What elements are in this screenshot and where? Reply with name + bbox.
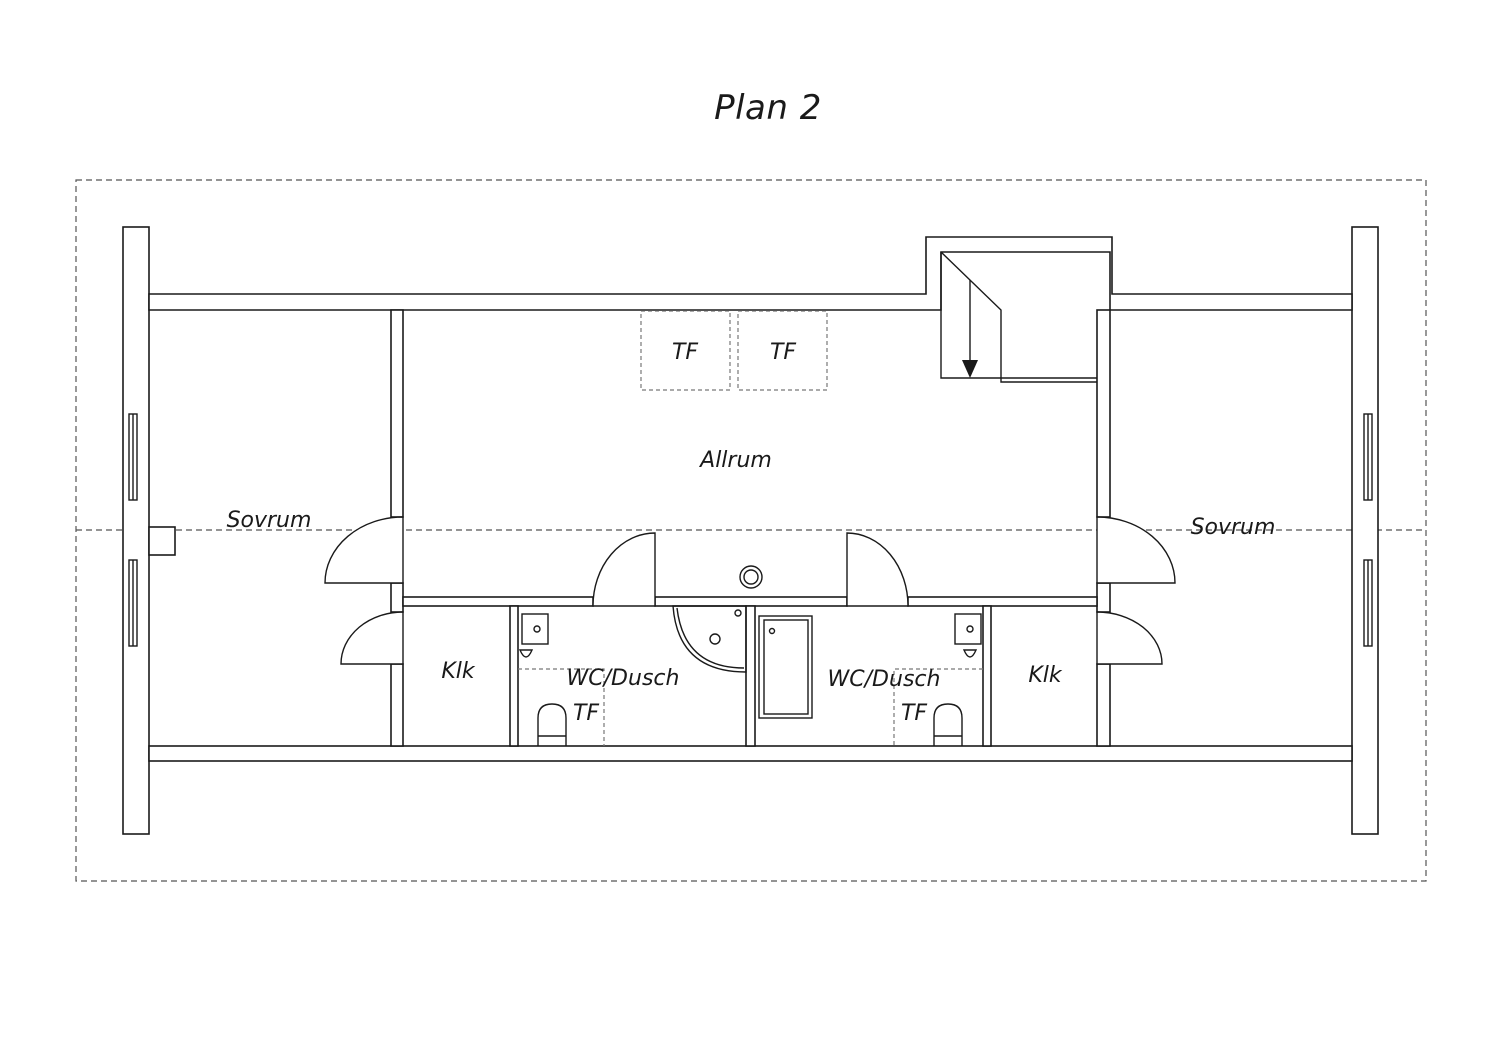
wall-right-bedroom-mid	[1096, 582, 1111, 613]
room-label-klk-left: Klk	[441, 659, 476, 684]
door-klk-left[interactable]	[340, 611, 404, 665]
label-tf-3: TF	[573, 701, 599, 726]
toilet-right-icon	[933, 703, 963, 746]
room-label-sovrum-right: Sovrum	[1191, 515, 1276, 540]
wall-left-bedroom-mid	[390, 582, 404, 613]
tf-area-2	[737, 310, 828, 391]
gable-wall-left	[122, 226, 150, 835]
wall-left-bedroom-lower	[390, 663, 404, 747]
wall-right-bedroom-upper	[1096, 309, 1111, 518]
tf-area-1	[640, 310, 731, 391]
corner-shower-icon	[672, 605, 747, 673]
room-label-wc-right: WC/Dusch	[828, 667, 941, 692]
corridor-wall-center	[654, 596, 848, 607]
wall-left-bedroom-upper	[390, 309, 404, 518]
window-right-lower	[1363, 559, 1373, 647]
plan-title: Plan 2	[714, 88, 822, 128]
label-tf-1: TF	[672, 340, 698, 365]
door-klk-right[interactable]	[1096, 611, 1163, 665]
window-left-lower	[128, 559, 138, 647]
bottom-wall	[148, 745, 1353, 762]
wall-klk-wc-left	[509, 605, 519, 747]
floor-hatch-icon	[739, 565, 763, 589]
tf-area-4	[893, 668, 983, 746]
wall-wc-wc	[745, 605, 756, 747]
chimney-stub	[148, 526, 176, 556]
room-label-klk-right: Klk	[1028, 663, 1063, 688]
sink-left-icon	[518, 613, 549, 658]
corridor-wall-left	[402, 596, 594, 607]
door-wc-left[interactable]	[592, 532, 656, 607]
door-wc-right[interactable]	[846, 532, 909, 607]
stair-direction-arrow-icon	[962, 360, 978, 378]
door-sovrum-right[interactable]	[1096, 516, 1176, 584]
gable-wall-right	[1351, 226, 1379, 835]
door-sovrum-left[interactable]	[324, 516, 404, 584]
tf-area-3	[518, 668, 605, 746]
wall-right-bedroom-lower	[1096, 663, 1111, 747]
room-label-wc-left: WC/Dusch	[567, 666, 680, 691]
label-tf-4: TF	[901, 701, 927, 726]
sink-right-icon	[954, 613, 982, 658]
corridor-wall-right	[907, 596, 1098, 607]
window-left-upper	[128, 413, 138, 501]
window-right-upper	[1363, 413, 1373, 501]
top-wall	[148, 236, 1353, 311]
room-label-sovrum-left: Sovrum	[227, 508, 312, 533]
room-label-allrum: Allrum	[698, 448, 772, 473]
label-tf-2: TF	[770, 340, 796, 365]
staircase	[940, 251, 1097, 383]
wall-wc-klk-right	[982, 605, 992, 747]
toilet-left-icon	[537, 703, 567, 746]
bathtub-icon	[758, 615, 813, 719]
